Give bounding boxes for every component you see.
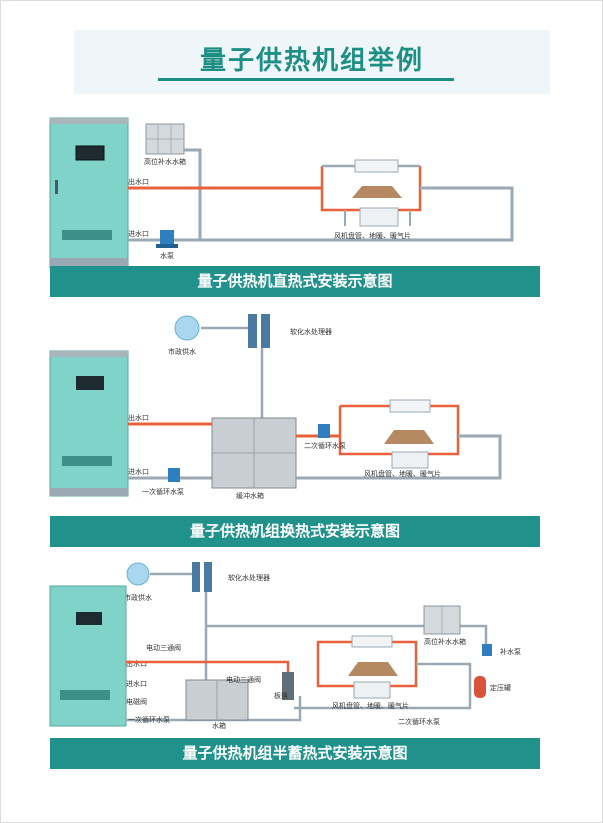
valve3b-label: 电动三通阀 bbox=[226, 675, 261, 684]
heat-pump-unit bbox=[49, 117, 129, 269]
pump1-label: 一次循环水泵 bbox=[142, 487, 184, 496]
floor-heating-icon bbox=[352, 186, 402, 198]
inlet-label: 进水口 bbox=[128, 467, 149, 476]
pressure-tank-label: 定压罐 bbox=[490, 683, 511, 692]
plate-label: 板换 bbox=[274, 691, 288, 700]
fan-coil-icon bbox=[354, 159, 399, 173]
softener-label: 软化水处理器 bbox=[228, 573, 270, 582]
radiator-icon bbox=[391, 451, 429, 469]
pump-label: 水泵 bbox=[160, 251, 174, 260]
outlet-label: 出水口 bbox=[126, 659, 147, 668]
pump-icon bbox=[156, 230, 178, 248]
page-title: 量子供热机组举例 bbox=[199, 46, 424, 76]
inlet-label: 进水口 bbox=[128, 229, 149, 238]
pump1-icon bbox=[168, 468, 180, 482]
radiator-icon bbox=[359, 207, 399, 227]
tank-high-label: 高位补水水箱 bbox=[424, 637, 466, 646]
buffer-tank bbox=[211, 417, 297, 489]
title-banner: 量子供热机组举例 bbox=[74, 30, 550, 94]
terminal-label: 风机盘管、地暖、暖气片 bbox=[334, 231, 411, 240]
high-makeup-tank bbox=[145, 123, 185, 155]
inlet-label: 进水口 bbox=[126, 679, 147, 688]
title-underline bbox=[158, 78, 454, 81]
heat-pump-unit bbox=[49, 585, 127, 727]
pump2-label: 二次循环水泵 bbox=[304, 441, 346, 450]
softener-label: 软化水处理器 bbox=[290, 327, 332, 336]
radiator-icon bbox=[353, 681, 391, 699]
buffer-label: 缓冲水箱 bbox=[236, 491, 264, 500]
solenoid-label: 电磁阀 bbox=[126, 697, 147, 706]
fan-coil-icon bbox=[389, 399, 431, 413]
caption-direct: 量子供热机直热式安装示意图 bbox=[50, 266, 540, 297]
fan-coil-icon bbox=[351, 635, 393, 648]
floor-heating-icon bbox=[348, 662, 398, 676]
water-drop-icon bbox=[126, 562, 150, 586]
plate-exchanger-icon bbox=[282, 672, 294, 700]
pump1-label: 一次循环水泵 bbox=[128, 715, 170, 724]
valve3a-label: 电动三通阀 bbox=[146, 643, 181, 652]
softener-icon bbox=[248, 314, 270, 348]
outlet-label: 出水口 bbox=[128, 177, 149, 186]
terminal-label: 风机盘管、地暖、暖气片 bbox=[364, 469, 441, 478]
municipal-label: 市政供水 bbox=[124, 593, 152, 602]
heat-pump-unit bbox=[49, 350, 129, 497]
municipal-label: 市政供水 bbox=[168, 347, 196, 356]
water-drop-icon bbox=[174, 315, 200, 341]
diagram-exchange-heating: 市政供水 软化水处理器 出水口 进水口 一次循环水泵 缓冲水箱 二次循环水泵 风… bbox=[49, 314, 502, 500]
high-makeup-tank bbox=[423, 605, 461, 635]
makeup-pump-icon bbox=[482, 644, 492, 656]
tank-icon bbox=[185, 679, 249, 721]
diagram-semi-storage-heating: 市政供水 软化水处理器 电动三通阀 出水口 进水口 电磁阀 水箱 电动三通阀 一… bbox=[49, 562, 521, 730]
caption-exchange: 量子供热机组换热式安装示意图 bbox=[50, 516, 540, 547]
diagram-direct-heating: 高位补水水箱 出水口 进水口 水泵 风机盘管、地暖、暖气片 bbox=[49, 117, 514, 269]
makeup-pump-label: 补水泵 bbox=[500, 647, 521, 656]
tank-high-label: 高位补水水箱 bbox=[144, 157, 186, 166]
caption-semi-storage: 量子供热机组半蓄热式安装示意图 bbox=[50, 738, 540, 769]
tank-label: 水箱 bbox=[212, 721, 226, 730]
pump2-label: 二次循环水泵 bbox=[398, 717, 440, 726]
floor-heating-icon bbox=[384, 430, 434, 444]
softener-icon bbox=[192, 562, 212, 592]
pressure-tank-icon bbox=[474, 676, 486, 698]
terminal-label: 风机盘管、地暖、暖气片 bbox=[332, 701, 409, 710]
pump2-icon bbox=[318, 424, 330, 438]
outlet-label: 出水口 bbox=[128, 413, 149, 422]
